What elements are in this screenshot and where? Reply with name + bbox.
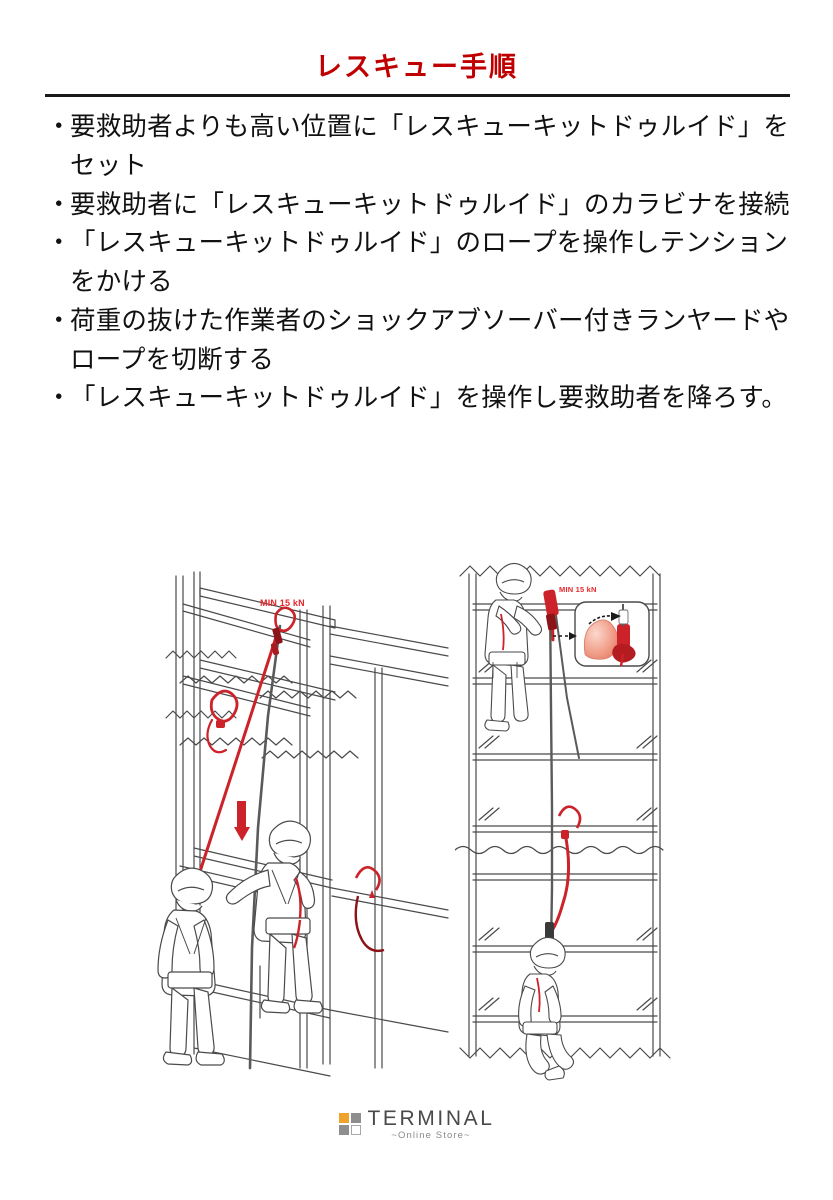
logo-square-top-right bbox=[350, 1113, 361, 1124]
bullet-marker: ・ bbox=[46, 112, 72, 142]
logo-square-bottom-left bbox=[338, 1125, 349, 1136]
rescuer-figure bbox=[225, 820, 323, 1014]
anchor-carabiner-icon bbox=[270, 606, 297, 656]
page-title: レスキュー手順 bbox=[315, 52, 518, 83]
left-figure-svg: MIN 15 kN bbox=[157, 571, 449, 1077]
right-figure-svg: MIN 15 kN bbox=[455, 562, 671, 1081]
top-rescuer-figure bbox=[484, 562, 543, 732]
list-item-text: 要救助者よりも高い位置に「レスキューキットドゥルイド」をセット bbox=[70, 112, 790, 181]
list-item-text: 荷重の抜けた作業者のショックアブソーバー付きランヤードやロープを切断する bbox=[70, 305, 790, 375]
list-item-text: 「レスキューキットドゥルイド」のロープを操作しテンションをかける bbox=[70, 228, 789, 297]
min-load-label-left: MIN 15 kN bbox=[260, 598, 305, 608]
logo-square-top-left bbox=[338, 1113, 349, 1124]
list-item: ・ 要救助者に「レスキューキットドゥルイド」のカラビナを接続 bbox=[46, 186, 798, 225]
scaffold-rescue-setup-illustration: MIN 15 kN bbox=[150, 548, 450, 1088]
min-load-label-right: MIN 15 kN bbox=[559, 585, 597, 594]
list-item: ・ 要救助者よりも高い位置に「レスキューキットドゥルイド」をセット bbox=[46, 108, 798, 186]
list-item-text: 「レスキューキットドゥルイド」を操作し要救助者を降ろす。 bbox=[70, 383, 788, 414]
terminal-logo: TERMINAL ~Online Store~ bbox=[338, 1108, 495, 1141]
descender-device-icon bbox=[543, 589, 559, 631]
logo-tagline: ~Online Store~ bbox=[391, 1130, 471, 1141]
rescuer-harness-accent bbox=[292, 877, 302, 949]
list-item-text: 要救助者に「レスキューキットドゥルイド」のカラビナを接続 bbox=[70, 189, 790, 220]
top-rescuer-harness-accent bbox=[500, 613, 505, 651]
list-item: ・ 「レスキューキットドゥルイド」を操作し要救助者を降ろす。 bbox=[46, 379, 798, 418]
detail-inset-box bbox=[574, 601, 650, 667]
title-divider bbox=[45, 94, 790, 97]
bullet-marker: ・ bbox=[46, 228, 72, 259]
inset-pointer-arrow bbox=[553, 632, 577, 640]
bullet-marker: ・ bbox=[46, 383, 72, 414]
casualty-harness-accent bbox=[536, 977, 541, 1013]
down-arrow-icon bbox=[234, 801, 250, 841]
logo-wordmark: TERMINAL bbox=[367, 1107, 495, 1130]
list-item: ・ 荷重の抜けた作業者のショックアブソーバー付きランヤードやロープを切断する bbox=[46, 302, 798, 380]
casualty-figure bbox=[157, 867, 225, 1066]
logo-square-bottom-right bbox=[350, 1125, 361, 1136]
logo-squares-icon bbox=[338, 1113, 361, 1136]
title-block: レスキュー手順 bbox=[0, 52, 833, 83]
mid-carabiner-icon bbox=[209, 689, 239, 728]
lowered-casualty-figure bbox=[518, 936, 575, 1081]
mid-carabiner-right-icon bbox=[557, 805, 582, 839]
bullet-marker: ・ bbox=[46, 189, 72, 220]
bullet-marker: ・ bbox=[46, 305, 72, 336]
logo-text-group: TERMINAL ~Online Store~ bbox=[368, 1108, 495, 1141]
scaffold-lowering-illustration: MIN 15 kN bbox=[455, 548, 680, 1088]
lanyard-loop-icon bbox=[354, 866, 385, 953]
procedure-list: ・ 要救助者よりも高い位置に「レスキューキットドゥルイド」をセット ・ 要救助者… bbox=[46, 108, 798, 418]
list-item: ・ 「レスキューキットドゥルイド」のロープを操作しテンションをかける bbox=[46, 224, 798, 302]
footer: TERMINAL ~Online Store~ bbox=[0, 1108, 833, 1141]
illustration-area: MIN 15 kN bbox=[0, 548, 833, 1088]
